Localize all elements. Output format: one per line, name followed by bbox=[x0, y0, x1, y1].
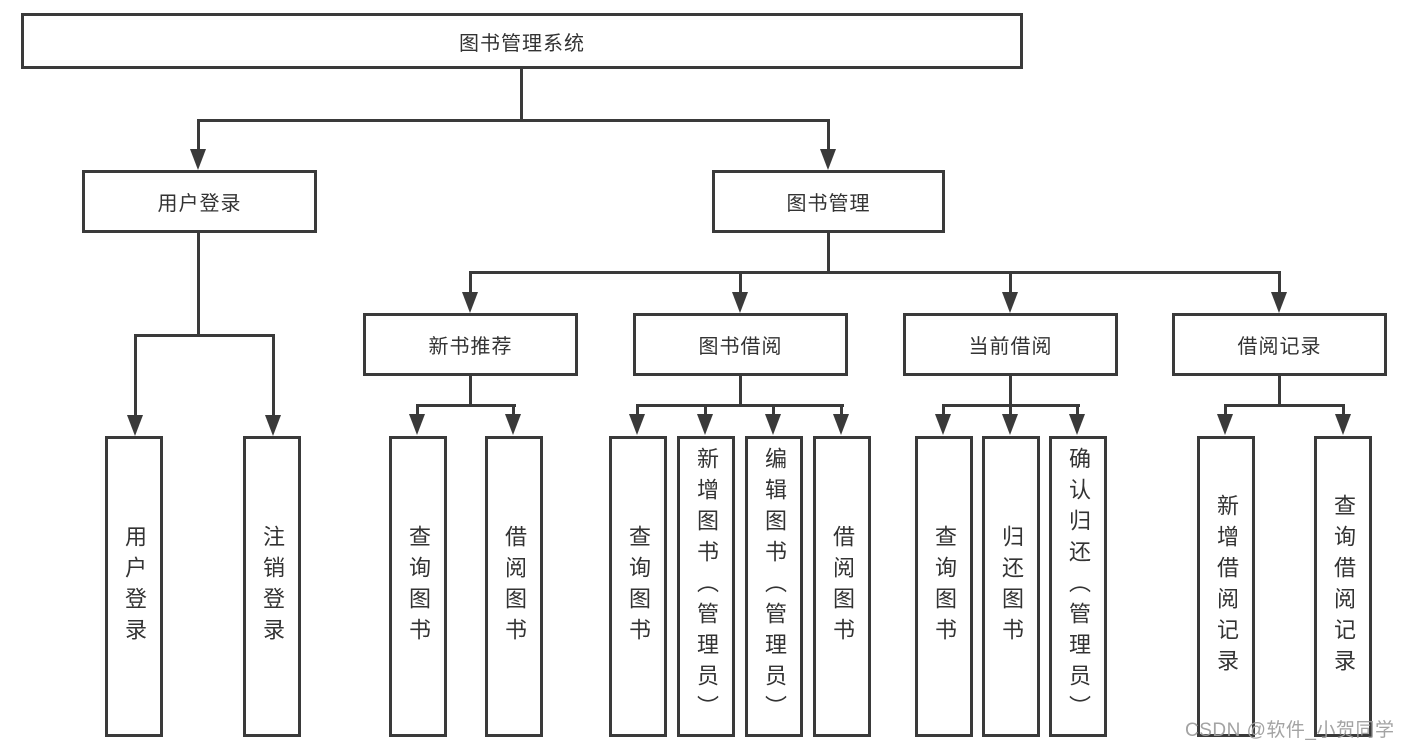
edge-line bbox=[1224, 404, 1345, 407]
node-confirm-return-admin: 确认归还（管理员） bbox=[1049, 436, 1107, 737]
edge-line bbox=[416, 404, 516, 407]
node-search-book-1: 查询图书 bbox=[389, 436, 447, 737]
arrowhead-icon bbox=[462, 292, 478, 313]
edge-line bbox=[197, 119, 830, 122]
arrowhead-icon bbox=[1002, 414, 1018, 435]
node-search-book-3: 查询图书 bbox=[915, 436, 973, 737]
edge-line bbox=[704, 404, 707, 415]
edge-line bbox=[512, 404, 515, 415]
node-borrow-record: 借阅记录 bbox=[1172, 313, 1387, 376]
edge-line bbox=[1278, 271, 1281, 294]
node-current-borrow: 当前借阅 bbox=[903, 313, 1118, 376]
node-return-book: 归还图书 bbox=[982, 436, 1040, 737]
arrowhead-icon bbox=[1069, 414, 1085, 435]
edge-line bbox=[636, 404, 639, 415]
edge-line bbox=[739, 376, 742, 407]
arrowhead-icon bbox=[1002, 292, 1018, 313]
edge-line bbox=[1224, 404, 1227, 415]
node-borrow-book-1: 借阅图书 bbox=[485, 436, 543, 737]
edge-line bbox=[416, 404, 419, 415]
edge-line bbox=[1009, 271, 1012, 294]
node-logout-action: 注销登录 bbox=[243, 436, 301, 737]
edge-line bbox=[840, 404, 843, 415]
edge-line bbox=[134, 334, 275, 337]
node-search-book-2: 查询图书 bbox=[609, 436, 667, 737]
edge-line bbox=[1342, 404, 1345, 415]
arrowhead-icon bbox=[732, 292, 748, 313]
node-user-login: 用户登录 bbox=[82, 170, 317, 233]
edge-line bbox=[469, 271, 1281, 274]
arrowhead-icon bbox=[765, 414, 781, 435]
edge-line bbox=[134, 334, 137, 415]
arrowhead-icon bbox=[409, 414, 425, 435]
edge-line bbox=[827, 119, 830, 152]
arrowhead-icon bbox=[505, 414, 521, 435]
edge-line bbox=[469, 271, 472, 294]
arrowhead-icon bbox=[265, 415, 281, 436]
edge-line bbox=[1076, 404, 1079, 415]
edge-line bbox=[272, 334, 275, 415]
edge-line bbox=[636, 404, 844, 407]
arrowhead-icon bbox=[127, 415, 143, 436]
arrowhead-icon bbox=[697, 414, 713, 435]
node-book-management: 图书管理 bbox=[712, 170, 945, 233]
arrowhead-icon bbox=[190, 149, 206, 170]
node-add-borrow-record: 新增借阅记录 bbox=[1197, 436, 1255, 737]
arrowhead-icon bbox=[820, 149, 836, 170]
arrowhead-icon bbox=[833, 414, 849, 435]
edge-line bbox=[739, 271, 742, 294]
edge-line bbox=[1009, 404, 1012, 415]
node-new-book-recommend: 新书推荐 bbox=[363, 313, 578, 376]
edge-line bbox=[197, 119, 200, 152]
node-book-borrow: 图书借阅 bbox=[633, 313, 848, 376]
node-borrow-book-2: 借阅图书 bbox=[813, 436, 871, 737]
csdn-watermark: CSDN @软件_小贺同学 bbox=[1185, 720, 1395, 741]
node-root-system: 图书管理系统 bbox=[21, 13, 1023, 69]
arrowhead-icon bbox=[935, 414, 951, 435]
arrowhead-icon bbox=[629, 414, 645, 435]
arrowhead-icon bbox=[1335, 414, 1351, 435]
node-add-book-admin: 新增图书（管理员） bbox=[677, 436, 735, 737]
edge-line bbox=[469, 376, 472, 407]
edge-line bbox=[827, 233, 830, 274]
node-user-login-action: 用户登录 bbox=[105, 436, 163, 737]
edge-line bbox=[520, 69, 523, 121]
edge-line bbox=[197, 233, 200, 337]
edge-line bbox=[772, 404, 775, 415]
edge-line bbox=[1009, 376, 1012, 407]
arrowhead-icon bbox=[1271, 292, 1287, 313]
node-edit-book-admin: 编辑图书（管理员） bbox=[745, 436, 803, 737]
arrowhead-icon bbox=[1217, 414, 1233, 435]
node-search-borrow-record: 查询借阅记录 bbox=[1314, 436, 1372, 737]
edge-line bbox=[1278, 376, 1281, 407]
edge-line bbox=[942, 404, 945, 415]
